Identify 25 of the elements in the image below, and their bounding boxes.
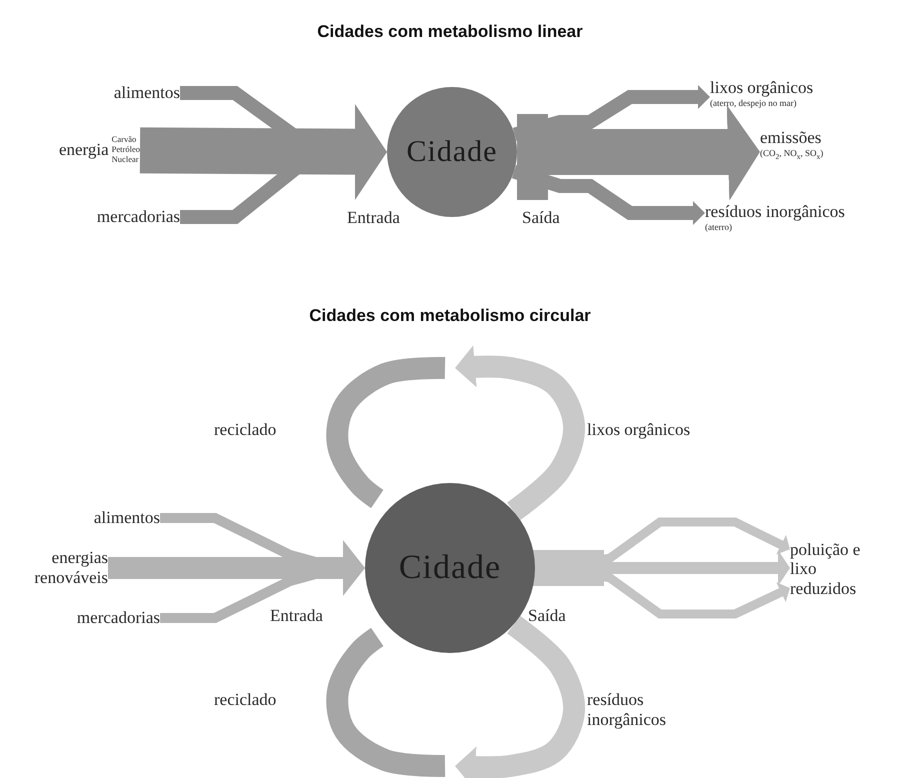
output-note: (aterro) [705, 222, 732, 232]
city-label: Cidade [406, 135, 498, 169]
diagram-title: Cidades com metabolismo linear [317, 22, 583, 42]
input-label: energia [58, 140, 109, 160]
input-label: mercadorias [20, 607, 160, 629]
input-label: energias renováveis [0, 548, 108, 588]
output-note: (CO$_{2}$, NO$_{x}$, SO$_{x}$) [760, 148, 824, 161]
output-label: resíduos inorgânicos [705, 202, 845, 222]
flow-label: Entrada [347, 208, 400, 228]
input-label: poluição e lixo reduzidos [790, 538, 870, 600]
flow-label: Saída [522, 208, 560, 228]
outflow-band [532, 550, 604, 586]
section-heading: Cidades com metabolismo circular [309, 306, 591, 326]
city-label: Cidade [398, 549, 502, 587]
edge-label: lixos orgânicos [585, 420, 692, 440]
output-note: (aterro, despejo no mar) [710, 98, 796, 108]
outflow-band [517, 114, 548, 200]
output-label: emissões [760, 128, 822, 148]
flow-label: Saída [528, 606, 566, 626]
input-label: alimentos [40, 507, 160, 529]
source-list: Carvão Petróleo Nuclear [112, 135, 140, 165]
flow-label: Entrada [270, 606, 323, 626]
input-label: mercadorias [40, 206, 180, 228]
input-label: alimentos [60, 82, 180, 104]
output-label: lixos orgânicos [710, 78, 814, 98]
